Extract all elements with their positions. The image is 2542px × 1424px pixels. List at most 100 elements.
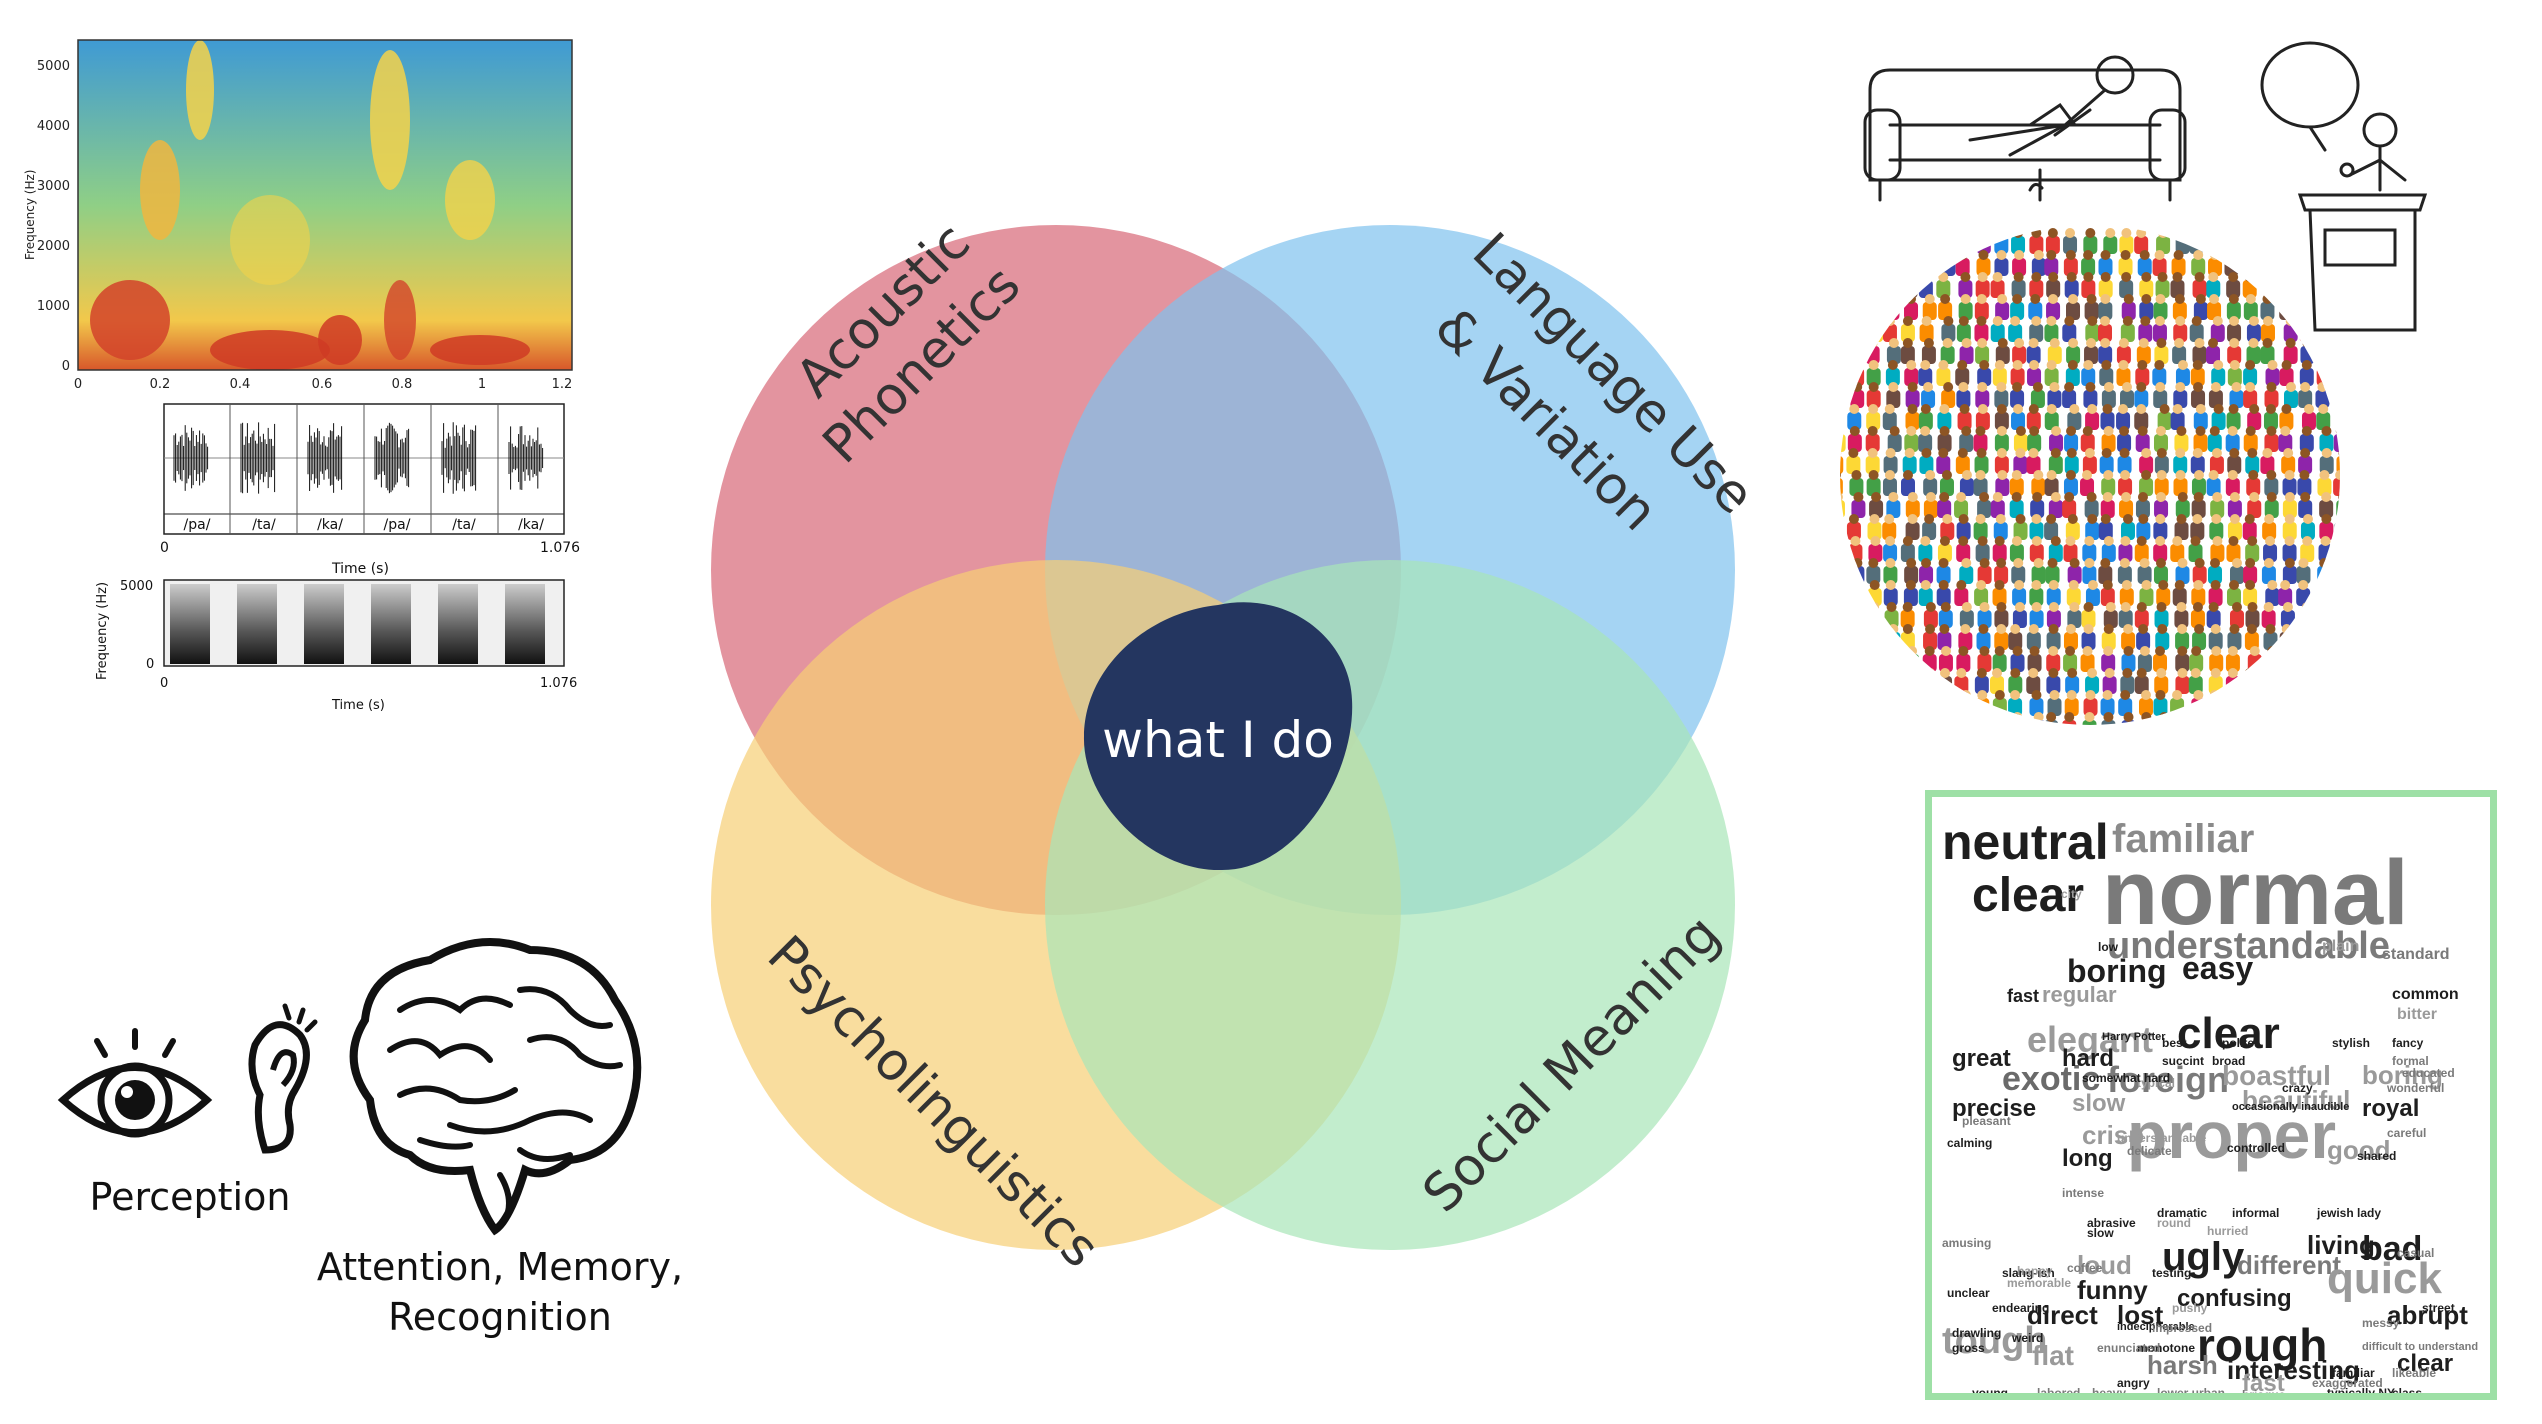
spectrogram-xtick: 1.2 [552,377,573,392]
word-cloud-word: dramatic [2157,1206,2208,1220]
word-cloud-word: royal [2362,1095,2420,1122]
word-cloud-word: flat [2032,1340,2074,1371]
word-cloud-word: clear [1972,869,2085,922]
bw-x-start: 0 [160,676,168,691]
word-cloud-word: tough [1942,1320,2048,1362]
bw-ytop: 5000 [120,579,153,594]
word-cloud-word: broad [2212,1054,2246,1068]
word-cloud-word: interesting [2227,1355,2360,1385]
segment-label: /pa/ [384,517,411,533]
spectrogram-ytick: 3000 [37,179,70,194]
word-cloud-word: fast [2242,1370,2285,1397]
word-cloud-word: abrupt [2387,1300,2468,1330]
word-cloud-word: clear [2177,1009,2280,1058]
spectrogram-xtick: 0.6 [312,377,333,392]
word-cloud-word: calming [1947,1136,1993,1150]
word-cloud-word: fancy [2392,1036,2424,1050]
word-cloud-word: informal [2232,1206,2280,1220]
bw-ylabel: Frequency (Hz) [95,582,110,680]
podium-speaker-illustration [2260,41,2428,332]
word-cloud-word: jewish lady [2317,1206,2382,1220]
word-cloud-word: hurried [2207,1224,2249,1238]
word-cloud-word: educated [2402,1066,2455,1080]
word-cloud-word: succint [2162,1054,2205,1068]
spectrogram-xtick: 0.8 [392,377,413,392]
word-cloud-word: Harry Potter [2102,1031,2166,1043]
word-cloud-word: boring [2067,953,2167,989]
waveform-plot: /pa/ /ta/ /ka/ /pa/ /ta/ /ka/ 0 1.076 Ti… [160,403,580,577]
word-cloud-word: lower urban [2157,1386,2226,1400]
word-cloud-word: memorable [2007,1276,2072,1290]
word-cloud-word: pleasant [1962,1114,2011,1128]
bw-spectrogram: Frequency (Hz) 5000 0 0 1.076 Time (s) [95,579,577,713]
waveform-bursts [173,422,544,494]
waveform-x-end: 1.076 [540,540,580,556]
word-cloud-word: boastful [2222,1060,2331,1091]
word-cloud-word: messy [2362,1316,2400,1330]
word-cloud-word: formal [2392,1054,2429,1068]
word-cloud-word: city [2061,887,2082,901]
bw-spectrogram-bursts [170,584,545,664]
word-cloud-word: confusing [2177,1285,2292,1312]
word-cloud-word: shared [2357,1149,2397,1163]
word-cloud-word: clear [2397,1350,2454,1377]
word-cloud-word: coffee [2067,1261,2103,1275]
word-cloud-word: exaggerated [2312,1376,2383,1390]
word-cloud-word: standard [2382,946,2450,963]
word-cloud-word: crisp [2082,1120,2145,1150]
word-cloud-word: hard [2062,1045,2115,1072]
word-cloud-word: occasionally inaudible [2232,1101,2350,1113]
word-cloud-word: wonderful [2387,1081,2445,1095]
word-cloud-word: round [2157,1216,2191,1230]
word-cloud-word: abrasive [2087,1216,2136,1230]
word-cloud-word: slow [2087,1226,2114,1240]
word-cloud-word: plain [2322,938,2360,955]
word-cloud-word: gross [1952,1341,1985,1355]
spectrogram-ytick: 0 [62,359,70,374]
word-cloud-word: brisque [2242,1388,2286,1400]
word-cloud-word: common [2392,986,2459,1003]
word-cloud-word: class [2392,1386,2423,1400]
spectrogram-xtick: 0.2 [150,377,171,392]
couch-laptop-illustration [1863,55,2187,202]
word-cloud-word: casual [2397,1246,2435,1260]
word-cloud-word: labored [2037,1386,2081,1400]
word-cloud-word: proper [2127,1098,2337,1172]
word-cloud-word: monotone [2137,1341,2195,1355]
word-cloud-word: difficult to understand [2362,1341,2479,1353]
word-cloud-word: long [2062,1145,2113,1172]
word-cloud-word: young [1972,1386,2008,1400]
word-cloud-word: familiar [2112,817,2255,861]
word-cloud-word: beautiful [2242,1085,2351,1115]
segment-label: /ta/ [452,517,476,533]
word-cloud-word: understandable [2117,1131,2207,1145]
word-cloud-word: controlled [2227,1141,2286,1155]
bw-ybottom: 0 [146,657,154,672]
word-cloud-word: good [2327,1135,2391,1165]
word-cloud-word: rough [2197,1319,2328,1371]
word-cloud-word: best [2162,1036,2187,1050]
word-cloud-word: neutral [1942,814,2109,870]
word-cloud-word: polite [2222,1036,2254,1050]
word-cloud-word: precise [1952,1095,2037,1122]
word-cloud-word: funny [2077,1275,2148,1305]
word-cloud-word: elegant [2027,1019,2154,1060]
segment-label: /ta/ [252,517,276,533]
word-cloud-word: unclear [1947,1286,1990,1300]
word-cloud-word: enunciated [2097,1341,2161,1355]
word-cloud-word: quick [2327,1254,2442,1303]
segment-label: /pa/ [184,517,211,533]
word-cloud-word: ugly [2162,1235,2245,1279]
word-cloud-word: direct [2027,1300,2098,1330]
word-cloud-word: different [2237,1250,2341,1280]
segment-label: /ka/ [317,517,343,533]
color-spectrogram: Frequency (Hz) 5000 4000 3000 2000 1000 … [23,39,573,392]
spectrogram-ytick: 1000 [37,299,70,314]
ear-icon [248,1003,318,1154]
word-cloud-word: street [2422,1301,2455,1315]
word-cloud-word: endearing [1992,1301,2050,1315]
word-cloud-word: intense [2062,1186,2105,1200]
word-cloud-word: likeable [2392,1366,2437,1380]
